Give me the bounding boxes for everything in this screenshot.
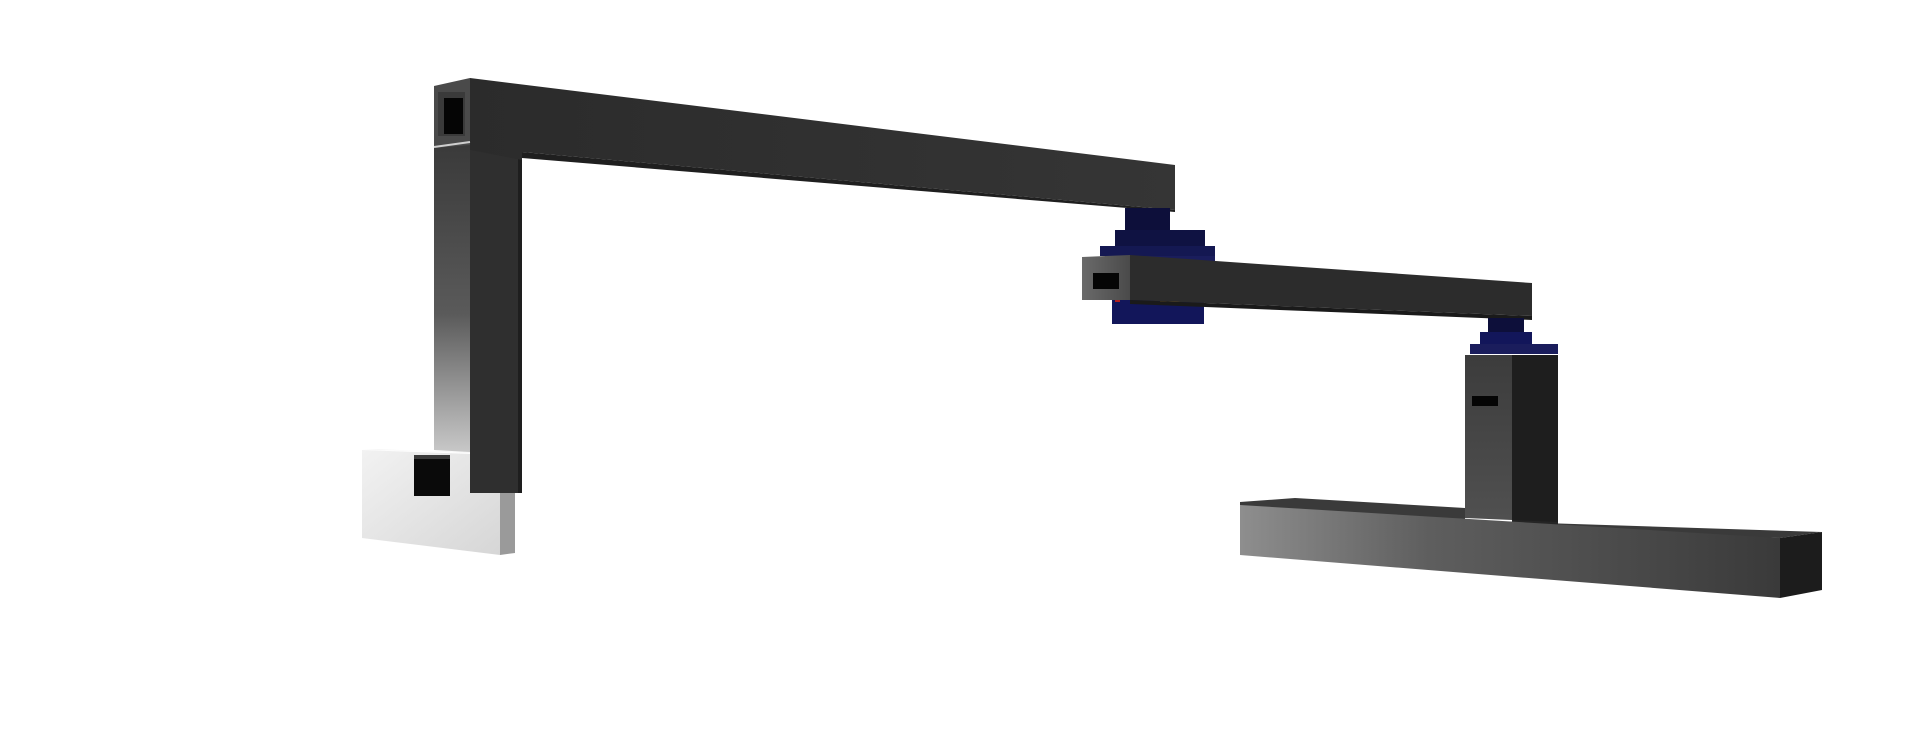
bracket-slot xyxy=(414,455,450,496)
upper-arm xyxy=(433,78,1175,212)
shoulder-servo xyxy=(1470,318,1558,354)
right-post xyxy=(1465,355,1558,522)
forearm-end-hole xyxy=(1093,273,1119,289)
right-post-slot xyxy=(1472,396,1498,406)
forearm xyxy=(1082,255,1532,320)
vertical-post-left xyxy=(434,145,522,493)
base-beam xyxy=(1240,498,1822,598)
